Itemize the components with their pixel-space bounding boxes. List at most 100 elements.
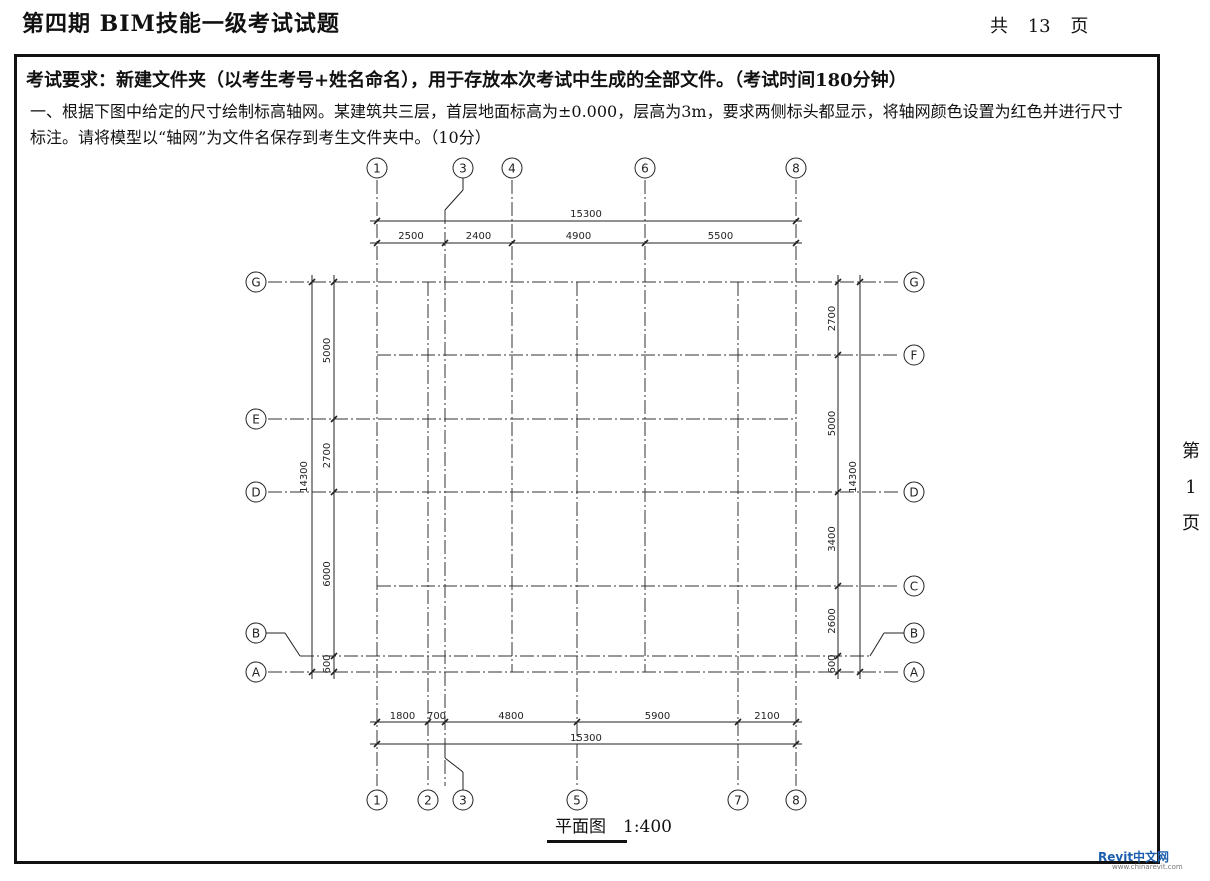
dim-top-2: 4900 bbox=[566, 231, 591, 242]
axis-bubble-right-A bbox=[903, 661, 925, 683]
axis-bubble-top-1 bbox=[366, 157, 388, 179]
dim-tick bbox=[508, 239, 516, 247]
axis-bubble-bottom-1-label: 1 bbox=[373, 794, 381, 808]
plan-caption: 平面图 1:400 bbox=[555, 817, 672, 837]
axis-bubble-top-4-label: 4 bbox=[508, 162, 516, 176]
dim-tick bbox=[330, 668, 338, 676]
dim-tick bbox=[308, 668, 316, 676]
dim-tick bbox=[834, 278, 842, 286]
axis-bubble-left-E bbox=[245, 408, 267, 430]
dim-tick bbox=[441, 718, 449, 726]
axis-bubble-top-3-label: 3 bbox=[459, 162, 467, 176]
axis-bubble-left-B-label: B bbox=[252, 627, 260, 641]
dim-tick bbox=[792, 718, 800, 726]
axis-bubble-right-D-label: D bbox=[909, 486, 918, 500]
axis-bubble-bottom-1 bbox=[366, 789, 388, 811]
leader-B-right bbox=[869, 632, 885, 657]
watermark-url: www.chinarevit.com bbox=[1112, 863, 1183, 871]
dim-tick bbox=[834, 668, 842, 676]
axis-bubble-left-G bbox=[245, 271, 267, 293]
dim-right-4: 600 bbox=[827, 654, 838, 673]
side-page-char: 第 bbox=[1182, 441, 1200, 462]
dim-right-0: 2700 bbox=[827, 306, 838, 331]
axis-bubble-top-6 bbox=[634, 157, 656, 179]
axis-bubble-bottom-5 bbox=[566, 789, 588, 811]
axis-bubble-bottom-8 bbox=[785, 789, 807, 811]
dim-tick bbox=[573, 718, 581, 726]
axis-bubble-bottom-5-label: 5 bbox=[573, 794, 581, 808]
question-1: 一、根据下图中给定的尺寸绘制标高轴网。某建筑共三层，首层地面标高为±0.000，… bbox=[30, 102, 1123, 147]
axis-bubble-left-A-label: A bbox=[252, 666, 261, 680]
dim-left-0: 5000 bbox=[322, 338, 333, 363]
dim-left-2: 6000 bbox=[322, 561, 333, 586]
axis-bubble-right-F bbox=[903, 344, 925, 366]
dim-tick bbox=[834, 652, 842, 660]
axis-bubble-left-E-label: E bbox=[252, 413, 260, 427]
exam-frame bbox=[14, 54, 1160, 864]
side-page-num: 1 bbox=[1185, 477, 1197, 498]
dim-tick bbox=[330, 278, 338, 286]
caption-underline bbox=[547, 840, 627, 843]
dim-left-3: 600 bbox=[322, 654, 333, 673]
leader-3-bottom bbox=[444, 757, 464, 773]
dim-tick bbox=[424, 718, 432, 726]
dim-tick bbox=[834, 488, 842, 496]
axis-bubble-right-G bbox=[903, 271, 925, 293]
leader-3-top bbox=[444, 189, 464, 211]
dim-right-3: 2600 bbox=[827, 608, 838, 633]
axis-bubble-top-8-label: 8 bbox=[792, 162, 800, 176]
axis-bubble-bottom-3-label: 3 bbox=[459, 794, 467, 808]
dim-tick bbox=[308, 278, 316, 286]
dim-tick bbox=[834, 351, 842, 359]
dim-top-1: 2400 bbox=[466, 231, 491, 242]
dim-bottom-total: 15300 bbox=[570, 733, 602, 744]
dim-bottom-2: 4800 bbox=[498, 711, 523, 722]
dim-tick bbox=[856, 668, 864, 676]
axis-bubble-top-8 bbox=[785, 157, 807, 179]
page-title: 第四期 BIM技能一级考试试题 bbox=[22, 11, 340, 37]
side-page-char: 页 bbox=[1182, 513, 1200, 534]
dim-bottom-3: 5900 bbox=[645, 711, 670, 722]
axis-bubble-bottom-2-label: 2 bbox=[424, 794, 432, 808]
dim-left-1: 2700 bbox=[322, 443, 333, 468]
dim-tick bbox=[330, 415, 338, 423]
axis-bubble-right-F-label: F bbox=[911, 349, 918, 363]
dim-tick bbox=[792, 239, 800, 247]
dim-tick bbox=[441, 239, 449, 247]
dim-tick bbox=[373, 217, 381, 225]
axis-bubble-bottom-7-label: 7 bbox=[734, 794, 742, 808]
axis-bubble-bottom-7 bbox=[727, 789, 749, 811]
dim-tick bbox=[734, 718, 742, 726]
side-page-number: 第 1 页 bbox=[1178, 434, 1204, 542]
leader-B-left bbox=[284, 632, 301, 657]
dim-tick bbox=[834, 582, 842, 590]
axis-bubble-left-G-label: G bbox=[251, 276, 260, 290]
dim-right-total: 14300 bbox=[848, 461, 859, 493]
dim-left-total: 14300 bbox=[299, 461, 310, 493]
axis-bubble-right-A-label: A bbox=[910, 666, 919, 680]
dim-tick bbox=[373, 239, 381, 247]
dim-tick bbox=[373, 718, 381, 726]
dim-top-3: 5500 bbox=[708, 231, 733, 242]
axis-bubble-bottom-2 bbox=[417, 789, 439, 811]
dim-right-1: 5000 bbox=[827, 411, 838, 436]
dim-tick bbox=[641, 239, 649, 247]
dim-bottom-4: 2100 bbox=[754, 711, 779, 722]
axis-bubble-top-6-label: 6 bbox=[641, 162, 649, 176]
dim-tick bbox=[330, 652, 338, 660]
dim-right-2: 3400 bbox=[827, 526, 838, 551]
axis-bubble-top-4 bbox=[501, 157, 523, 179]
revit-watermark: Revit中文网 www.chinarevit.com bbox=[1098, 848, 1183, 871]
dim-bottom-0: 1800 bbox=[390, 711, 415, 722]
dim-tick bbox=[330, 488, 338, 496]
axis-bubble-top-1-label: 1 bbox=[373, 162, 381, 176]
axis-bubble-left-A bbox=[245, 661, 267, 683]
dim-tick bbox=[792, 217, 800, 225]
dim-tick bbox=[373, 740, 381, 748]
axis-bubble-right-C-label: C bbox=[910, 580, 918, 594]
watermark-brand: Revit中文网 bbox=[1098, 850, 1170, 864]
axis-bubble-right-D bbox=[903, 481, 925, 503]
axis-bubble-bottom-8-label: 8 bbox=[792, 794, 800, 808]
axis-bubble-right-G-label: G bbox=[909, 276, 918, 290]
axis-bubble-right-C bbox=[903, 575, 925, 597]
